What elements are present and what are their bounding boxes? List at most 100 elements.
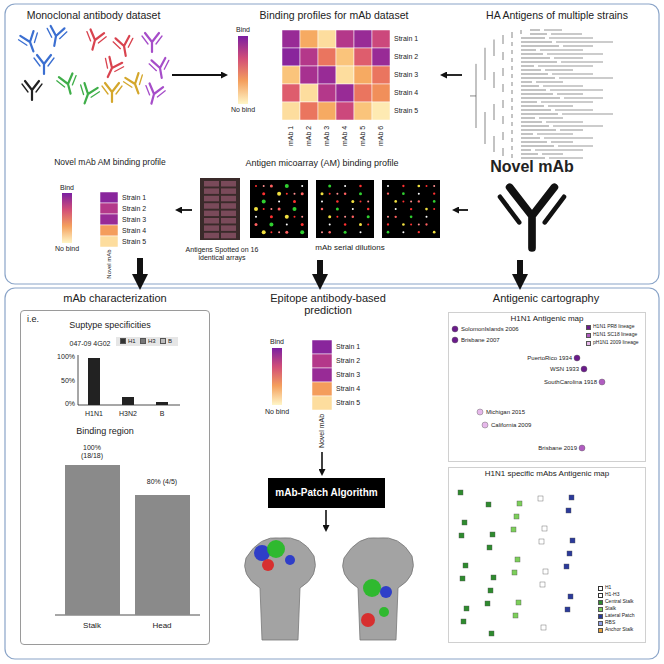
tree-branch (521, 134, 533, 135)
map-point (541, 625, 546, 630)
tree-leaf (544, 29, 562, 31)
antibody-icon (83, 29, 107, 53)
array-dot (270, 208, 272, 210)
antibody-icon (500, 187, 564, 248)
array-dot (367, 200, 369, 202)
legend-swatch (598, 628, 603, 633)
figure-label: 50% (61, 377, 75, 385)
figure-label: Novel mAb (318, 414, 326, 448)
array-dot (278, 208, 281, 211)
node-title: Monoclonal antibody dataset (27, 10, 161, 22)
epitope-patch (267, 540, 285, 558)
array-dot (387, 193, 389, 195)
array-slide (200, 178, 240, 240)
map-point (464, 606, 469, 611)
array-dot (300, 230, 304, 234)
figure-panel: Novel mAb (468, 156, 596, 260)
array-dot (359, 185, 362, 188)
array-dot (285, 215, 289, 219)
heatmap-cell (282, 30, 300, 48)
array-spot (221, 211, 236, 217)
array-spot (204, 181, 219, 187)
array-dot (270, 185, 273, 188)
profile-cell (312, 396, 332, 410)
map-point (570, 538, 575, 543)
tree-branch (485, 112, 486, 144)
node-title: Novel mAb (490, 158, 574, 176)
epitope-patch (361, 613, 375, 627)
figure-label: mAb 1 (287, 126, 295, 146)
tree-branch (521, 114, 558, 115)
array-dot (359, 192, 362, 195)
tree-branch (512, 106, 513, 110)
figure-panel: Novel mAb AM binding profile (45, 156, 175, 258)
node-title: Binding profiles for mAb dataset (260, 10, 409, 22)
array-dot (433, 231, 436, 234)
array-dot (410, 224, 412, 226)
tree-branch (521, 146, 554, 147)
figure-label: Michigan 2015 (486, 409, 525, 416)
node-title: mAb characterization (63, 292, 166, 304)
tree-leaf (543, 85, 583, 87)
tree-branch (512, 130, 513, 134)
figure-label: mAb 6 (377, 126, 385, 146)
array-dot (328, 231, 331, 234)
tree-branch (512, 146, 513, 150)
figure-label: mAb 5 (359, 126, 367, 146)
array-dot (270, 231, 272, 233)
profile-cell (100, 203, 118, 214)
heatmap-cell (372, 48, 390, 66)
array-spot (221, 188, 236, 194)
tree-branch (512, 122, 513, 126)
tree-leaf (542, 153, 563, 155)
array-dot (344, 185, 346, 187)
epitope-patch (379, 607, 389, 617)
tree-branch (521, 130, 556, 131)
figure-label: Novel mAb (106, 249, 113, 278)
protein-structure (343, 538, 414, 640)
heatmap-cell (354, 66, 372, 84)
axis (78, 355, 79, 405)
figure-label: H1N1 (85, 410, 103, 418)
legend-swatch (598, 600, 603, 605)
tree-branch (521, 90, 546, 91)
tree-branch (521, 46, 559, 47)
tree-branch (521, 74, 548, 75)
heatmap-cell (318, 102, 336, 120)
heatmap-cell (282, 84, 300, 102)
tree-branch (512, 74, 513, 78)
map-point (452, 326, 458, 332)
process-box: mAb-Patch Algorithm (268, 478, 385, 508)
array-dot (328, 215, 331, 218)
figure-label: Brisbane 2019 (538, 445, 577, 452)
array-dot (270, 215, 273, 218)
figure-label: Strain 5 (336, 399, 360, 407)
array-dot (329, 193, 331, 195)
antibody-icon (149, 57, 172, 79)
figure-label: H3N2 (119, 410, 137, 418)
heatmap-cell (318, 48, 336, 66)
tree-leaf (547, 53, 603, 55)
array-dot (360, 231, 362, 233)
array-dot (433, 200, 436, 203)
profile-cell (312, 368, 332, 382)
tree-leaf (554, 57, 583, 59)
heatmap-cell (354, 48, 372, 66)
antibody-icon (56, 73, 80, 97)
array-dot (286, 224, 288, 226)
tree-leaf (564, 97, 603, 99)
tree-branch (521, 66, 534, 67)
tree-branch (521, 78, 555, 79)
figure-panel: HA Antigens of multiple strains (462, 8, 652, 165)
node-title: Antigenic cartography (493, 292, 599, 304)
tree-leaf (563, 45, 593, 47)
figure-label: Strain 1 (394, 35, 418, 43)
legend-swatch (598, 586, 603, 591)
array-dot (410, 200, 412, 202)
node-title: Epitope antibody-based prediction (253, 292, 403, 317)
array-dot (402, 185, 404, 187)
tree-branch (530, 30, 540, 31)
array-dot (387, 231, 390, 234)
antibody-icon (113, 35, 136, 57)
